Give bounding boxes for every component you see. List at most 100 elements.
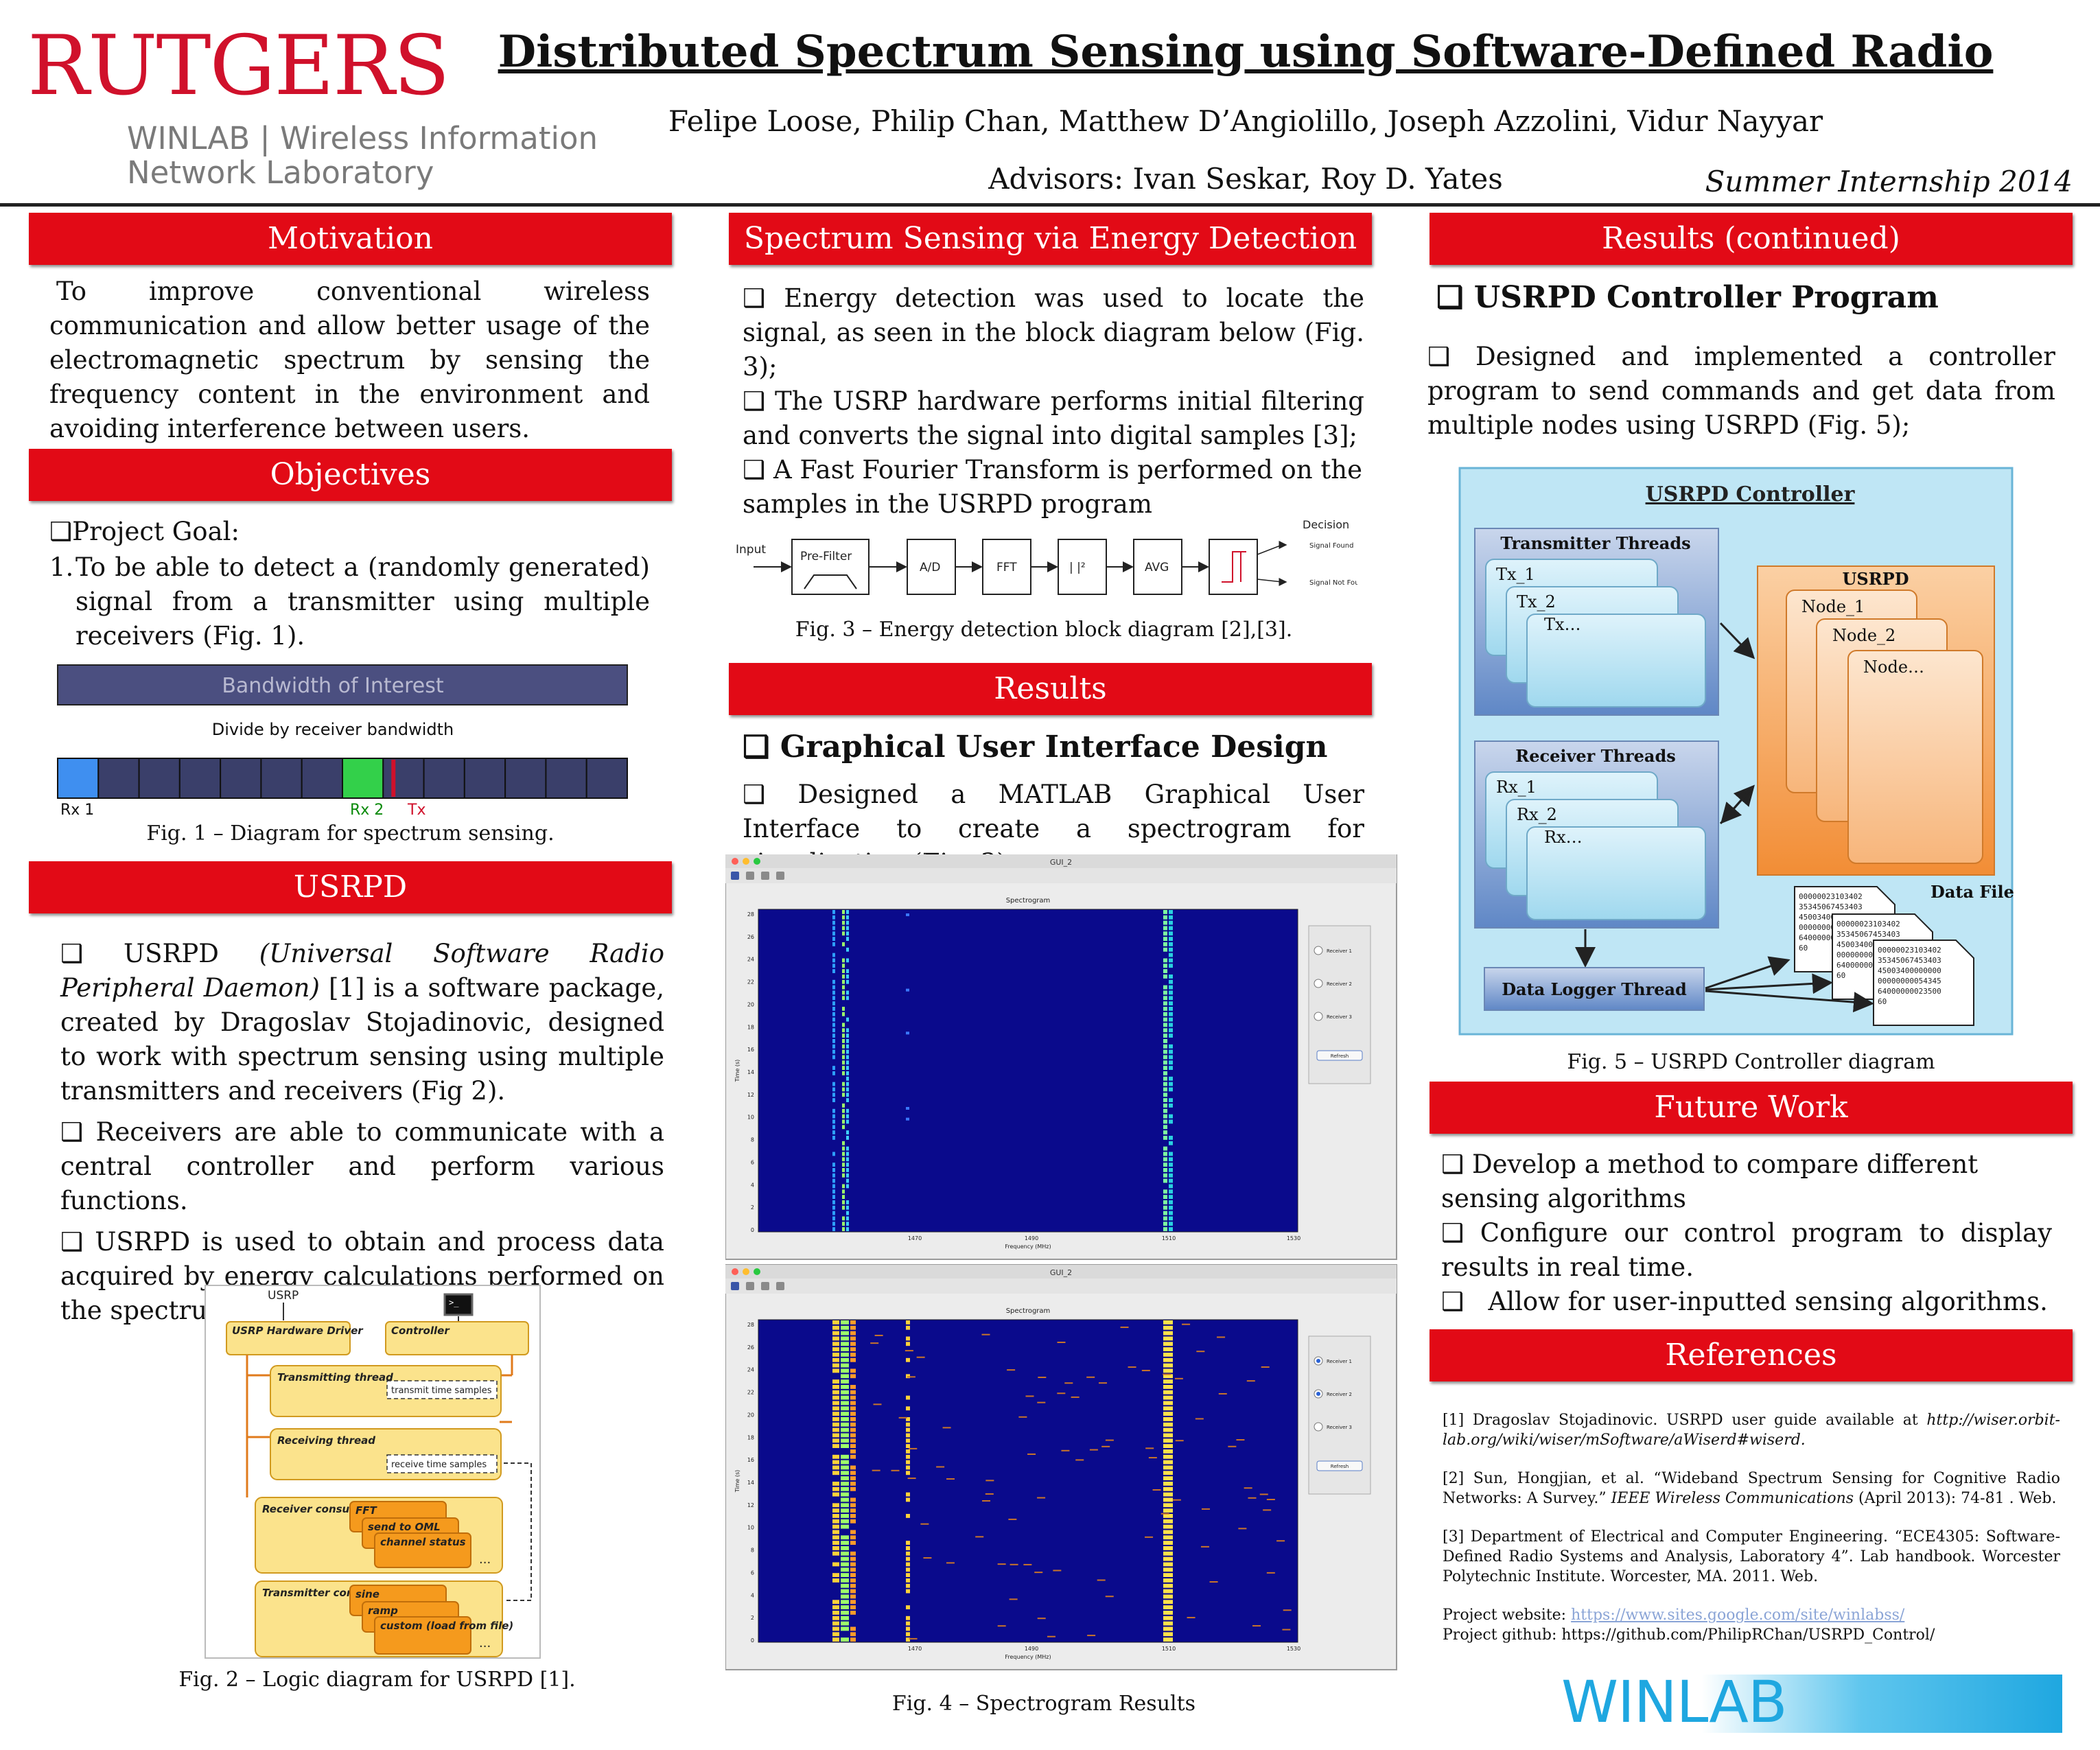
spectrogram-cell	[936, 1466, 945, 1468]
data-file-line: 35345067453403	[1878, 956, 1941, 965]
spectrogram-cell	[1163, 1034, 1167, 1038]
spectrogram-cell	[832, 1012, 835, 1016]
controller-heading: ❑ USRPD Controller Program	[1436, 280, 2054, 315]
spectrogram-cell	[1163, 1626, 1173, 1631]
spectrogram-cell	[1163, 1541, 1173, 1545]
spectrogram-cell	[850, 1589, 856, 1594]
spectrogram-cell	[832, 1417, 839, 1421]
spectrogram-cell	[1163, 1114, 1167, 1119]
spectrogram-cell	[832, 1530, 839, 1535]
references-header: References	[1430, 1329, 2073, 1381]
save-icon[interactable]	[731, 1282, 739, 1290]
spectrogram-cell	[1163, 1039, 1167, 1043]
reference-3: [3] Department of Electrical and Compute…	[1443, 1527, 2060, 1587]
spectrogram-cell	[842, 931, 845, 936]
window-control-icon[interactable]	[743, 858, 749, 865]
receiver-radio[interactable]	[1314, 946, 1323, 955]
zoom-in-icon[interactable]	[761, 1282, 769, 1290]
spectrogram-cell	[1200, 1545, 1209, 1548]
spectrogram-cell	[1009, 1598, 1018, 1600]
spectrogram-cell	[832, 1007, 835, 1011]
ref1-link[interactable]: http://wiser.orbit-lab.org/wiki/wiser/mS…	[1443, 1412, 2060, 1449]
spectrogram-cell	[841, 1508, 849, 1513]
spectrogram-cell	[1163, 958, 1167, 963]
spectrogram-cell	[832, 1438, 839, 1443]
window-control-icon[interactable]	[732, 1268, 738, 1275]
spectrogram-cell	[906, 988, 909, 992]
spectrogram-cell	[1163, 1374, 1173, 1379]
fig3-energy-detection-block-diagram: Input Pre-Filter A/D FFT | |² AVG Decisi…	[736, 518, 1357, 595]
spectrogram-cell	[906, 1573, 910, 1577]
spectrogram-cell	[850, 1465, 856, 1470]
y-tick-label: 2	[751, 1615, 754, 1621]
receiver-cell	[504, 758, 547, 799]
spectrogram-cell	[832, 1082, 835, 1086]
y-tick-label: 4	[751, 1182, 754, 1188]
zoom-out-icon[interactable]	[776, 1282, 784, 1290]
spectrogram-cell	[1163, 1044, 1167, 1049]
spectrogram-cell	[1169, 1205, 1173, 1210]
spectrogram-cell	[1163, 1637, 1173, 1642]
spectrogram-cell	[1163, 1227, 1167, 1231]
spectrogram-plot	[758, 1319, 1298, 1643]
usrpd-paragraph-1: ❑ USRPD (Universal Software Radio Periph…	[60, 937, 664, 1108]
spectrogram-cell	[846, 1216, 849, 1221]
spectrogram-cell	[842, 1157, 845, 1162]
spectrogram-cell	[850, 1406, 856, 1411]
energy-bullet-1: ❑ Energy detection was used to locate th…	[743, 281, 1364, 384]
ref2-text-a: [2] Sun, Hongjian, et al. “Wideband Spec…	[1443, 1470, 2060, 1507]
spectrogram-cell	[842, 920, 845, 925]
fig4-caption: Fig. 4 – Spectrogram Results	[891, 1692, 1196, 1716]
plot-title: Spectrogram	[1006, 1307, 1051, 1315]
website-link[interactable]: https://www.sites.google.com/site/winlab…	[1571, 1607, 1905, 1624]
project-website: Project website: https://www.sites.googl…	[1443, 1605, 2060, 1625]
spectrogram-cell	[906, 1417, 910, 1421]
spectrogram-cell	[1163, 1460, 1173, 1465]
spectrogram-cell	[841, 1476, 849, 1480]
save-icon[interactable]	[731, 872, 739, 880]
refresh-button[interactable]	[1316, 1460, 1363, 1471]
window-control-icon[interactable]	[743, 1268, 749, 1275]
receiver-radio[interactable]	[1314, 1012, 1323, 1021]
x-axis-label: Frequency (MHz)	[1005, 1654, 1051, 1660]
spectrogram-cell	[841, 1454, 849, 1459]
spectrogram-cell	[906, 1556, 910, 1561]
spectrogram-cell	[832, 1401, 839, 1405]
spectrogram-cell	[846, 990, 849, 995]
spectrogram-cell	[1163, 1417, 1173, 1421]
zoom-in-icon[interactable]	[761, 872, 769, 880]
spectrogram-cell	[832, 1184, 835, 1189]
spectrogram-cell	[842, 1173, 845, 1178]
receiver-radio[interactable]	[1314, 1422, 1323, 1432]
spectrogram-cell	[1163, 942, 1167, 946]
spectrogram-cell	[832, 1055, 835, 1060]
receiver-cell	[301, 758, 344, 799]
receiver-radio[interactable]	[1314, 979, 1323, 988]
data-file-line: 64000000023500	[1878, 987, 1941, 996]
spectrogram-cell	[1163, 1049, 1167, 1054]
open-icon[interactable]	[746, 1282, 754, 1290]
open-icon[interactable]	[746, 872, 754, 880]
gui-heading: ❑ Graphical User Interface Design	[743, 730, 1360, 765]
spectrogram-cell	[832, 1039, 835, 1043]
refresh-button[interactable]	[1316, 1050, 1363, 1061]
spectrogram-cell	[1163, 1449, 1173, 1454]
y-tick-label: 0	[751, 1227, 754, 1233]
github-link[interactable]: https://github.com/PhilipRChan/USRPD_Con…	[1561, 1626, 1935, 1644]
spectrogram-cell	[850, 1562, 856, 1567]
spectrogram-cell	[1163, 915, 1167, 920]
spectrogram-cell	[846, 926, 849, 931]
spectrogram-cell	[1141, 1370, 1150, 1372]
spectrogram-cell	[1064, 1382, 1073, 1384]
logger-label: Data Logger Thread	[1502, 979, 1687, 999]
spectrogram-cell	[1163, 1336, 1173, 1341]
spectrogram-cell	[1163, 1076, 1167, 1081]
spectrogram-cell	[846, 1168, 849, 1172]
window-control-icon[interactable]	[754, 858, 760, 865]
zoom-out-icon[interactable]	[776, 872, 784, 880]
y-tick-label: 26	[747, 1344, 754, 1351]
spectrogram-cell	[1163, 1098, 1167, 1102]
spectrogram-cell	[850, 1320, 856, 1325]
window-control-icon[interactable]	[732, 858, 738, 865]
window-control-icon[interactable]	[754, 1268, 760, 1275]
